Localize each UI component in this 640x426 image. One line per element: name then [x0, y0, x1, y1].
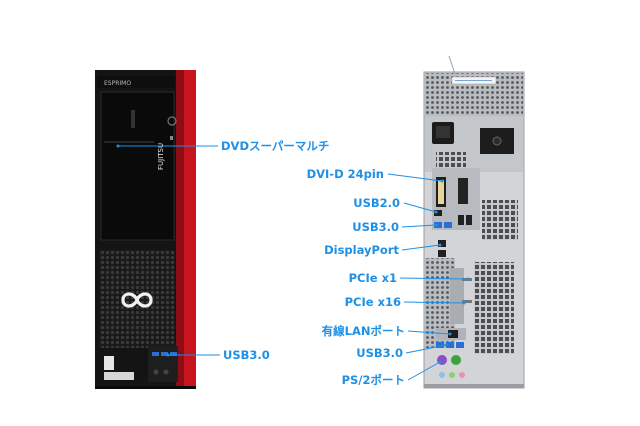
front-usb-port-1	[152, 352, 159, 356]
rear-usb3-upper-1	[434, 222, 442, 228]
ps2-mouse-port	[451, 355, 461, 365]
rear-usb3-upper-2	[444, 222, 452, 228]
rear-usb3-lower-1	[436, 342, 444, 348]
line-out-jack	[449, 372, 455, 378]
callout-lines	[118, 145, 469, 381]
line-in-jack	[439, 372, 445, 378]
label-usb2: USB2.0	[353, 196, 400, 210]
front-usb-port-2	[161, 352, 168, 356]
callout-dots	[116, 144, 470, 364]
front-tower	[95, 70, 196, 389]
intel-sticker	[104, 356, 114, 370]
rear-usb3-lower-2	[446, 342, 454, 348]
front-brand-text: FUJITSU	[157, 143, 165, 170]
label-pcie-x16: PCIe x16	[344, 295, 401, 309]
rear-usb3-lower-3	[456, 342, 464, 348]
audio-jack-2	[163, 369, 169, 375]
usb2-port	[434, 210, 442, 216]
serial-port	[458, 178, 468, 204]
lan-port	[448, 330, 458, 338]
label-lan: 有線LANポート	[321, 324, 405, 338]
label-displayport: DisplayPort	[324, 243, 399, 257]
front-usb-port-3	[170, 352, 177, 356]
label-pcie-x1: PCIe x1	[348, 271, 397, 285]
expansion-slots	[474, 262, 514, 354]
ps2-keyboard-port	[437, 355, 447, 365]
front-model-text: ESPRIMO	[104, 80, 131, 87]
rear-tower	[423, 55, 525, 389]
mic-jack	[459, 372, 465, 378]
pcie-x16-slot	[462, 300, 472, 303]
label-usb3-upper: USB3.0	[352, 220, 399, 234]
label-dvd-drive: DVDスーパーマルチ	[221, 139, 330, 153]
audio-jack-1	[153, 369, 159, 375]
fujitsu-infinity-logo	[121, 292, 153, 308]
label-usb3-lower: USB3.0	[356, 346, 403, 360]
power-button-icon	[167, 116, 177, 126]
dvd-drive-bay	[100, 91, 175, 241]
displayport-1	[438, 240, 446, 247]
displayport-2	[438, 250, 446, 257]
label-dvi: DVI-D 24pin	[306, 167, 384, 181]
label-ps2: PS/2ポート	[341, 373, 405, 387]
product-sticker	[104, 372, 134, 380]
label-front-usb3: USB3.0	[223, 348, 270, 362]
